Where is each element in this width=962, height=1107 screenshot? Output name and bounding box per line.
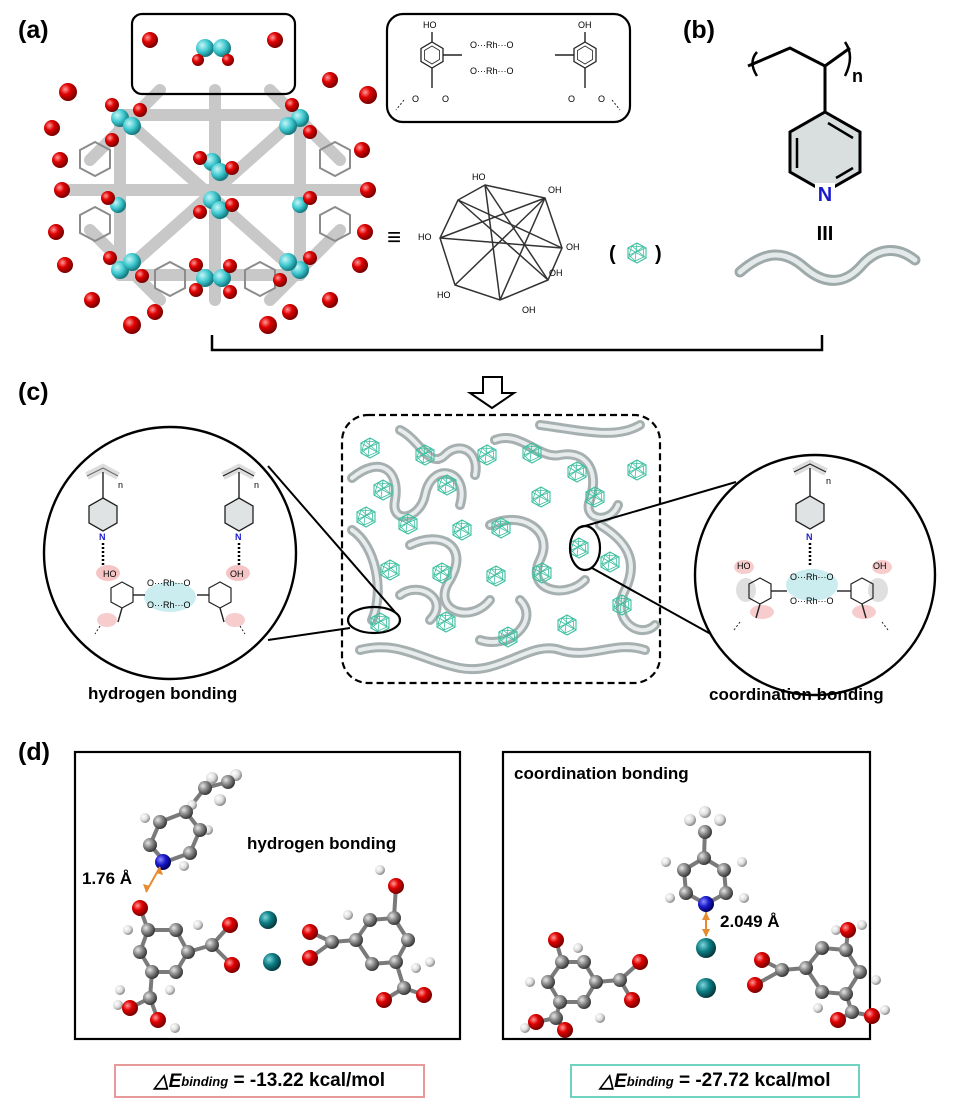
svg-text:n: n <box>852 66 863 86</box>
cage-icon <box>627 242 647 264</box>
svg-text:N: N <box>818 184 832 206</box>
molecule-hydrogen-bonded <box>113 769 435 1033</box>
combine-bracket <box>210 335 824 352</box>
svg-text:O···Rh···O: O···Rh···O <box>147 600 191 610</box>
panel-label-d: (d) <box>18 738 50 766</box>
highlight-box <box>130 12 297 96</box>
svg-text:N: N <box>235 532 242 542</box>
svg-text:O: O <box>442 94 449 104</box>
svg-text:O: O <box>412 94 419 104</box>
panel-label-b: (b) <box>683 16 715 44</box>
svg-text:O: O <box>598 94 605 104</box>
svg-text:HO: HO <box>423 20 437 30</box>
svg-text:O···Rh···O: O···Rh···O <box>470 66 514 76</box>
svg-text:HO: HO <box>103 569 117 579</box>
svg-text:n: n <box>826 476 831 486</box>
distance-label-coordination: 2.049 Å <box>720 912 780 931</box>
dft-title-coordination: coordination bonding <box>514 764 689 783</box>
svg-text:III: III <box>817 223 834 245</box>
svg-text:n: n <box>118 480 123 490</box>
down-arrow-icon <box>466 376 518 410</box>
svg-text:HO: HO <box>437 290 451 300</box>
inset-coordination-bonding: n N HO OH O···Rh···O O···Rh···O <box>693 453 937 697</box>
caption-hydrogen-bonding: hydrogen bonding <box>88 684 237 703</box>
linker-structure: HO OH O···Rh···O O···Rh···O O O O O <box>385 12 632 124</box>
svg-text:O···Rh···O: O···Rh···O <box>147 578 191 588</box>
svg-text:OH: OH <box>230 569 244 579</box>
svg-text:HO: HO <box>737 561 751 571</box>
svg-text:): ) <box>655 243 662 265</box>
mof-cage-model <box>44 12 377 334</box>
poly-vinylpyridine-structure: n N III <box>747 41 863 245</box>
svg-text:OH: OH <box>873 561 887 571</box>
molecule-coordinated <box>520 806 890 1038</box>
caption-coordination-bonding: coordination bonding <box>709 685 884 704</box>
dft-box-coordination <box>501 750 872 1041</box>
inset-hydrogen-bonding: n n N N HO OH O···Rh···O O···Rh···O <box>42 425 298 681</box>
svg-text:OH: OH <box>522 305 536 315</box>
svg-text:n: n <box>254 480 259 490</box>
svg-text:N: N <box>99 532 106 542</box>
panel-label-c: (c) <box>18 378 49 406</box>
composite-network <box>340 413 662 685</box>
svg-text:O···Rh···O: O···Rh···O <box>470 40 514 50</box>
svg-text:O···Rh···O: O···Rh···O <box>790 572 834 582</box>
equiv-symbol: ≡ <box>387 224 401 251</box>
distance-label-hydrogen: 1.76 Å <box>82 869 132 888</box>
dft-title-hydrogen: hydrogen bonding <box>247 834 396 853</box>
panel-label-a: (a) <box>18 16 49 44</box>
cage-clusters <box>356 437 647 648</box>
svg-text:N: N <box>806 532 813 542</box>
svg-text:OH: OH <box>549 268 563 278</box>
svg-text:(: ( <box>609 243 616 265</box>
svg-text:OH: OH <box>566 242 580 252</box>
svg-text:O···Rh···O: O···Rh···O <box>790 596 834 606</box>
svg-text:OH: OH <box>578 20 592 30</box>
cuboctahedron-icon <box>439 184 563 301</box>
svg-text:OH: OH <box>548 185 562 195</box>
dft-box-hydrogen <box>73 750 462 1041</box>
svg-text:HO: HO <box>418 232 432 242</box>
svg-text:HO: HO <box>472 172 486 182</box>
svg-text:O: O <box>568 94 575 104</box>
